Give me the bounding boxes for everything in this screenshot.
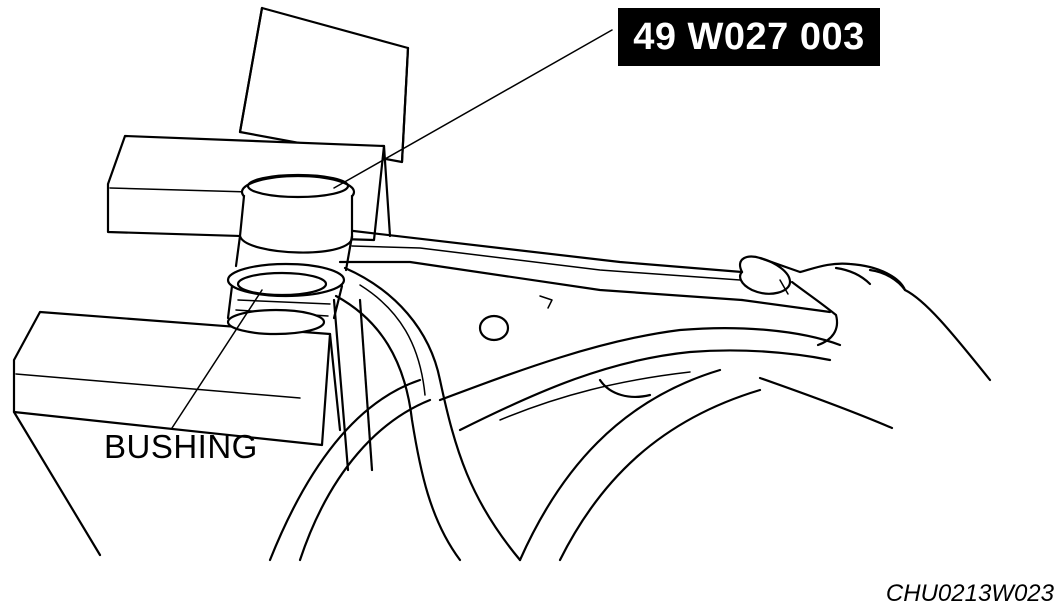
leader-lines xyxy=(171,29,613,429)
technician-hand xyxy=(739,255,992,430)
bushing-assembly xyxy=(226,173,356,336)
bushing-callout: BUSHING xyxy=(104,428,258,465)
tool-number-callout: 49 W027 003 xyxy=(618,8,880,66)
figure-code: CHU0213W023 xyxy=(885,580,1054,607)
press-upper-column xyxy=(238,6,410,164)
lower-control-arm xyxy=(268,228,842,562)
tool-leader-line xyxy=(333,29,613,189)
bushing-leader-line xyxy=(171,289,263,429)
